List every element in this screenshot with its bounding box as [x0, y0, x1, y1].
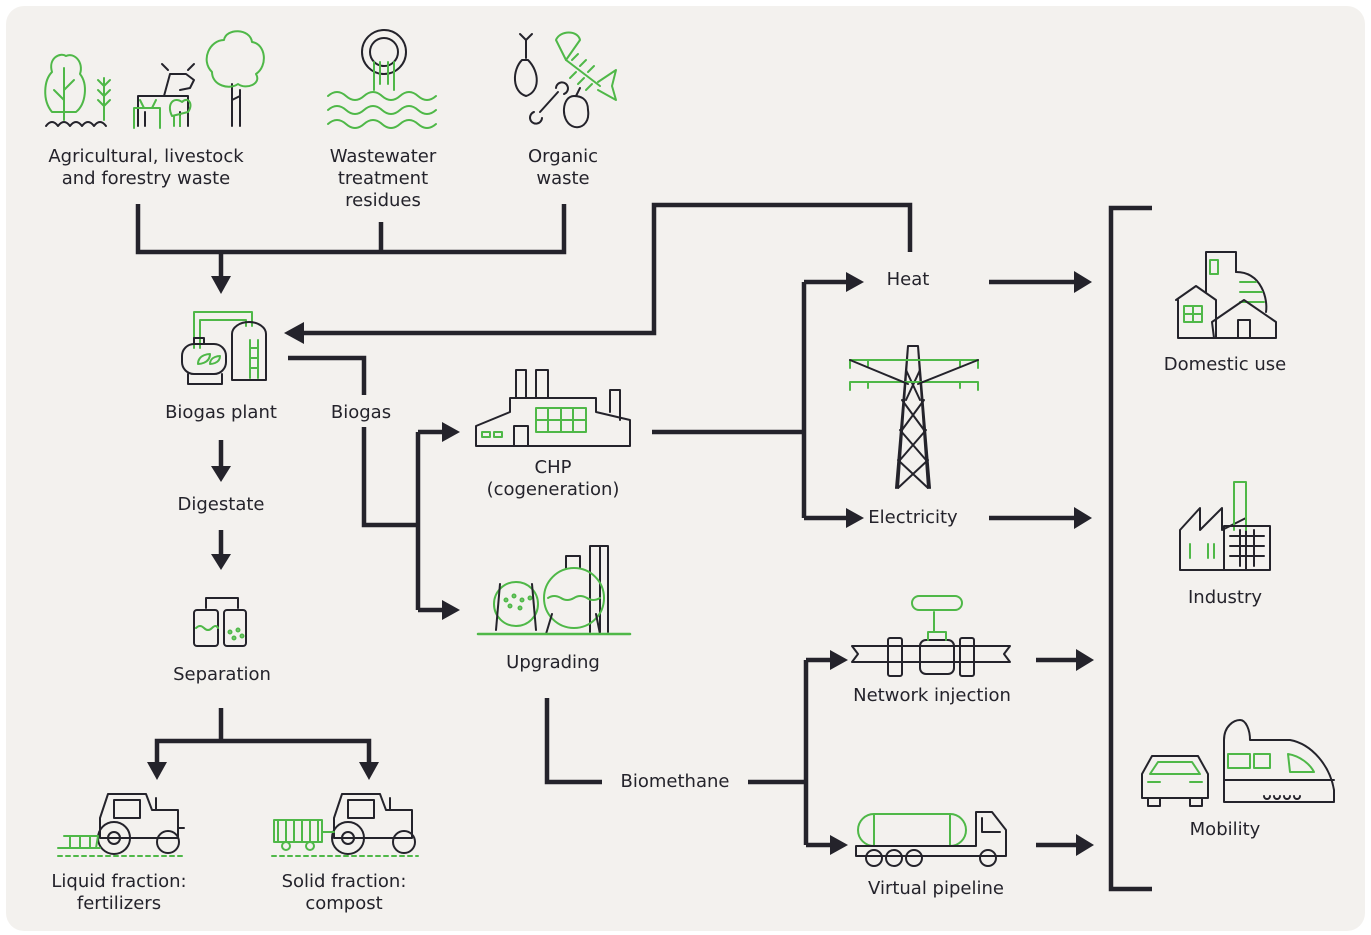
arrow-electricity-to-uses	[1074, 507, 1092, 529]
arrow-to-separation	[211, 554, 231, 570]
agriculture-icon	[44, 30, 265, 129]
biomethane-output-line	[748, 657, 830, 848]
power-pylon-icon	[849, 345, 979, 489]
liquid-fraction-label: Liquid fraction: fertilizers	[51, 871, 187, 914]
organic-waste-icon	[514, 31, 617, 129]
tractor-sprayer-icon	[57, 793, 187, 857]
diagram-panel	[6, 6, 1365, 931]
upgrading-icon	[476, 545, 632, 636]
arrow-network-to-uses	[1076, 649, 1094, 671]
mobility-vehicles-icon	[1141, 719, 1335, 807]
virtual-pipeline-label: Virtual pipeline	[868, 878, 1004, 899]
tractor-trailer-icon	[271, 793, 419, 857]
arrow-to-digestate	[211, 466, 231, 482]
mobility-label: Mobility	[1189, 819, 1261, 840]
wastewater-label: Wastewater treatment residues	[329, 146, 437, 211]
arrow-virtual-to-uses	[1076, 834, 1094, 856]
electricity-label: Electricity	[868, 507, 958, 528]
arrow-to-biogas-plant	[211, 276, 231, 294]
source-merge-line	[135, 204, 567, 276]
separation-split-line	[154, 708, 372, 762]
biogas-label: Biogas	[330, 402, 392, 423]
arrow-heat-to-plant	[284, 322, 304, 344]
heat-return-line	[304, 202, 913, 336]
separation-label: Separation	[173, 664, 271, 685]
arrow-to-virtual	[830, 835, 848, 855]
domestic-buildings-icon	[1175, 251, 1277, 339]
domestic-use-label: Domestic use	[1163, 354, 1287, 375]
heat-label: Heat	[886, 269, 930, 290]
digestate-label: Digestate	[177, 494, 265, 515]
solid-fraction-label: Solid fraction: compost	[281, 871, 407, 914]
arrow-heat-to-uses	[1074, 271, 1092, 293]
chp-output-line	[652, 279, 846, 521]
biogas-plant-icon	[181, 311, 267, 385]
biomethane-label: Biomethane	[620, 771, 730, 792]
arrow-to-upgrading	[442, 600, 460, 620]
separation-icon	[193, 597, 247, 647]
network-pipe-icon	[851, 595, 1011, 677]
arrow-to-heat	[846, 272, 864, 292]
biogas-line	[288, 355, 421, 610]
arrow-to-chp	[442, 422, 460, 442]
wastewater-icon	[327, 29, 437, 129]
chp-label: CHP (cogeneration)	[486, 457, 620, 500]
industry-factory-icon	[1179, 481, 1271, 571]
biogas-plant-label: Biogas plant	[165, 402, 277, 423]
upgrading-label: Upgrading	[506, 652, 600, 673]
uses-bracket	[1108, 205, 1152, 892]
arrow-to-solid	[359, 762, 379, 780]
gas-truck-icon	[855, 811, 1007, 867]
arrow-to-liquid	[147, 762, 167, 780]
arrow-to-network	[830, 650, 848, 670]
industry-label: Industry	[1187, 587, 1263, 608]
network-injection-label: Network injection	[853, 685, 1011, 706]
organic-waste-label: Organic waste	[527, 146, 599, 189]
chp-factory-icon	[475, 369, 631, 447]
upgrading-output-line	[544, 698, 602, 785]
arrow-to-electricity	[846, 508, 864, 528]
agricultural-waste-label: Agricultural, livestock and forestry was…	[48, 146, 244, 189]
